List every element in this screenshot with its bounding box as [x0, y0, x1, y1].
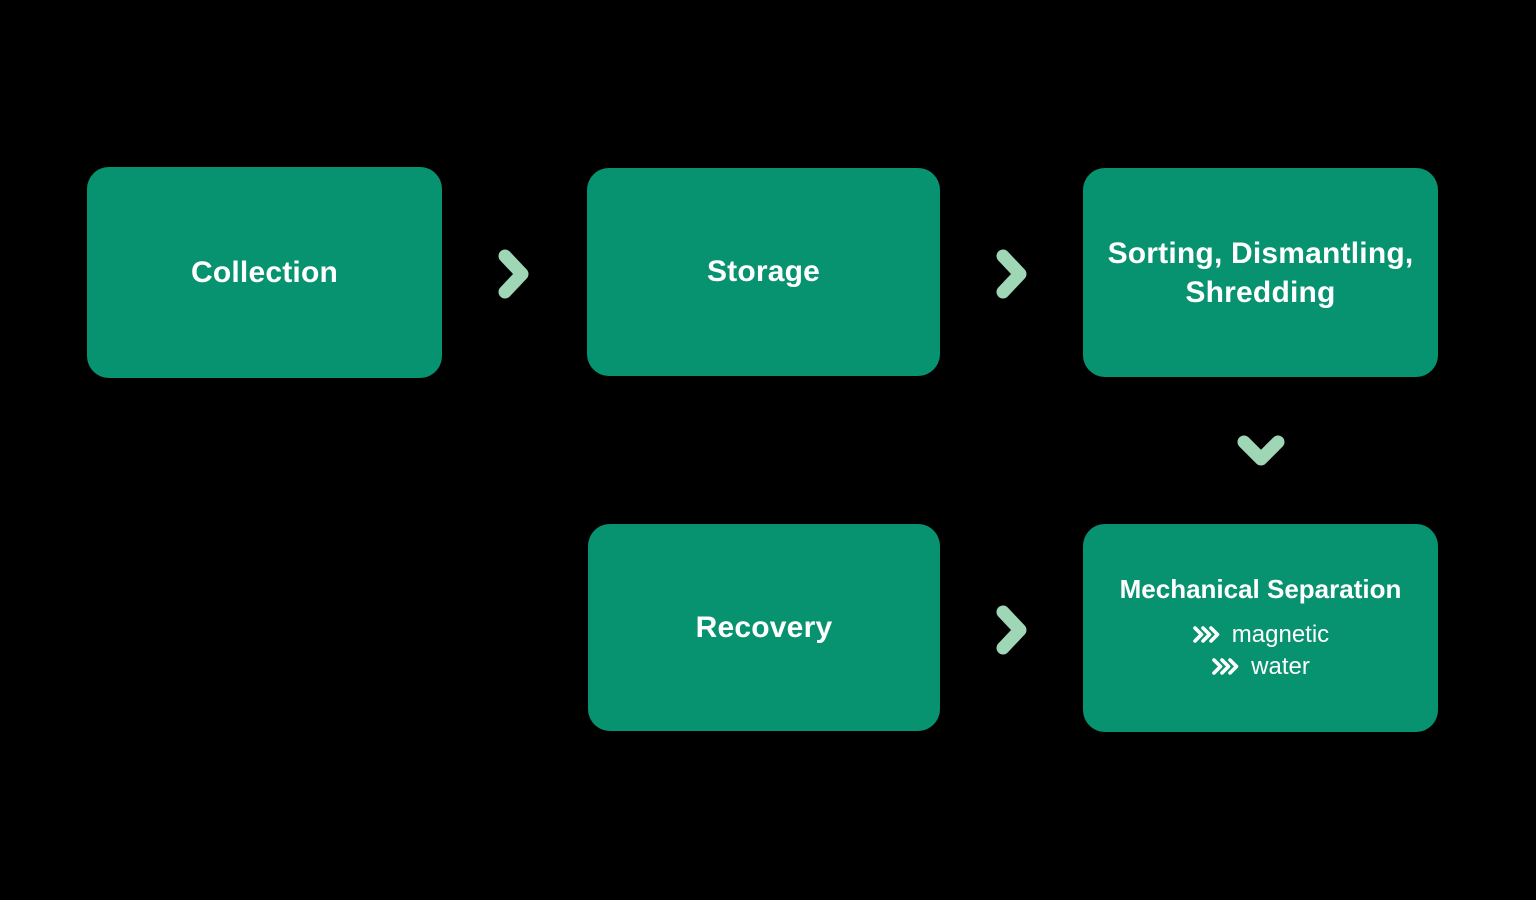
node-mechanical-title: Mechanical Separation [1119, 573, 1402, 604]
node-sorting-dismantling-shredding: Sorting, Dismantling, Shredding [1083, 168, 1438, 377]
bullet-magnetic-label: magnetic [1231, 620, 1330, 648]
bullet-water-label: water [1251, 652, 1310, 680]
node-storage: Storage [587, 168, 940, 376]
chevron-right-icon [996, 605, 1027, 655]
node-sorting-label: Sorting, Dismantling, Shredding [1108, 234, 1414, 312]
node-recovery-label: Recovery [695, 610, 833, 644]
triple-chevron-right-icon [1212, 658, 1239, 675]
node-sorting-label-line-1: Sorting, Dismantling, [1107, 236, 1414, 270]
chevron-right-icon [996, 249, 1027, 299]
node-storage-label: Storage [706, 255, 821, 288]
chevron-right-icon [498, 249, 529, 299]
bullet-row-water: water [1211, 652, 1310, 680]
node-mechanical-separation: Mechanical Separation magnetic water [1083, 524, 1438, 732]
node-collection-label: Collection [190, 255, 338, 289]
node-recovery: Recovery [588, 524, 940, 731]
node-sorting-label-line-2: Shredding [1185, 275, 1336, 309]
triple-chevron-right-icon [1192, 626, 1220, 643]
chevron-down-icon [1237, 435, 1285, 466]
bullet-row-magnetic: magnetic [1192, 620, 1330, 648]
node-collection: Collection [87, 167, 442, 378]
